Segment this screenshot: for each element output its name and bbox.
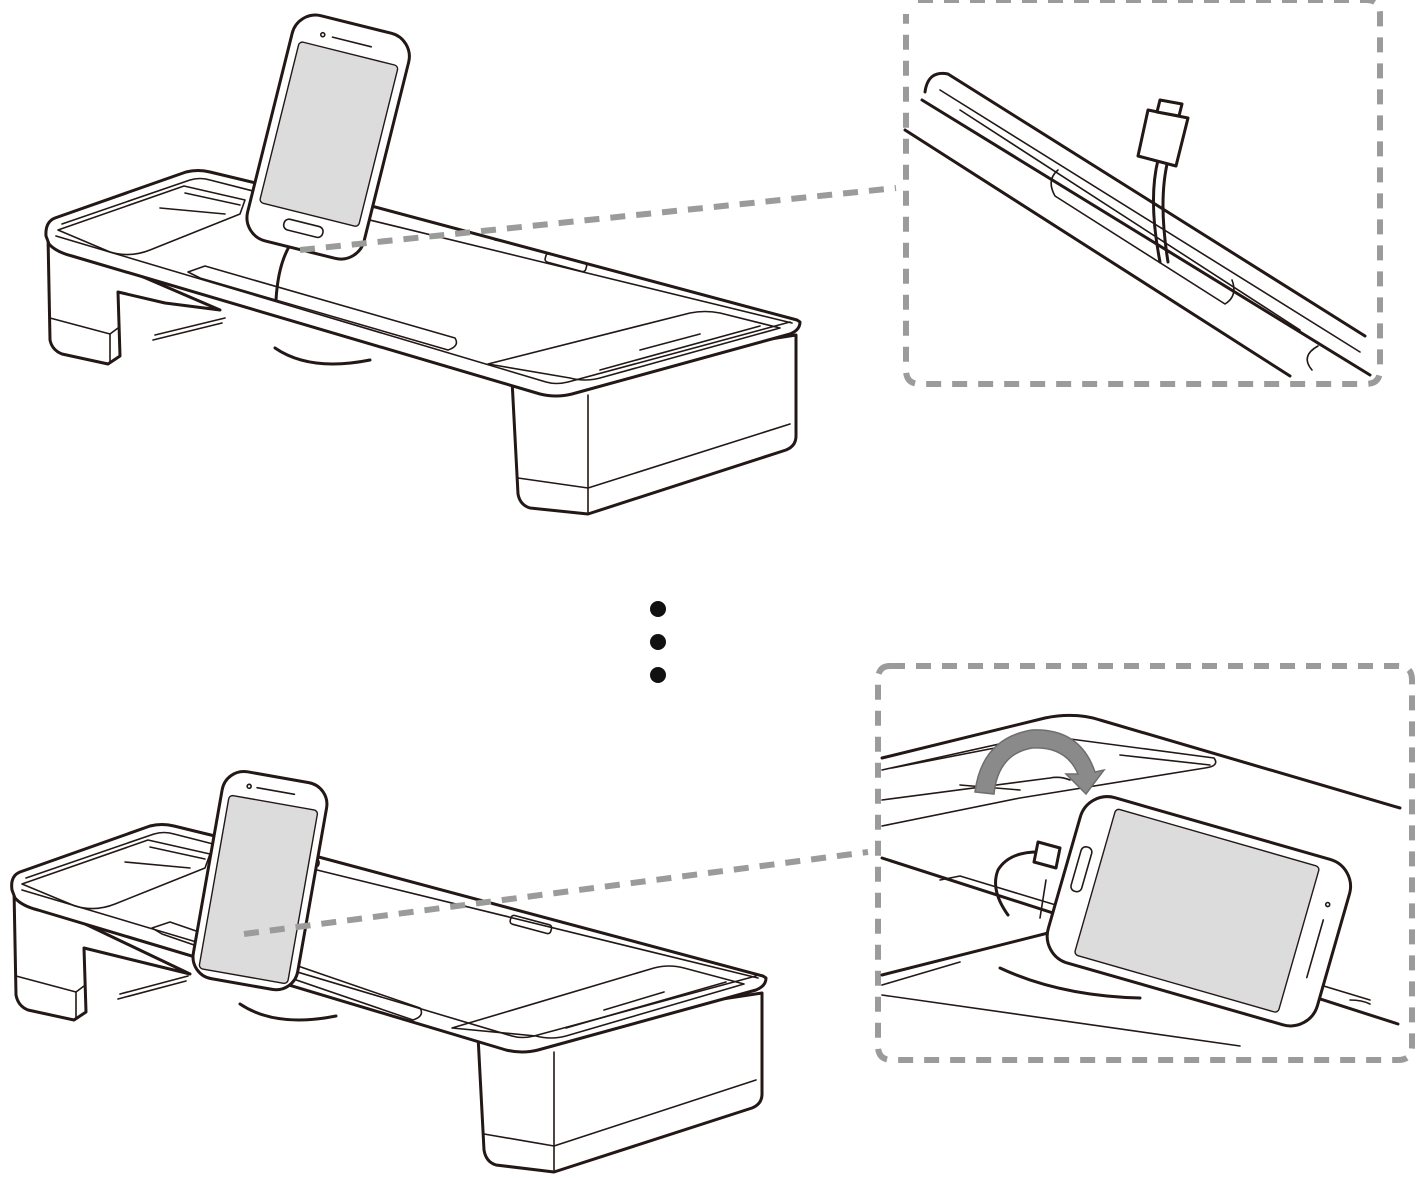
- rotate-arrow-icon: [974, 729, 1106, 796]
- callout-rotate-detail: [243, 663, 1415, 1063]
- phone-icon: [1045, 795, 1353, 1028]
- callout-cable-detail: [299, 0, 1383, 387]
- phone-icon: [191, 769, 329, 992]
- step-separator-dots: [650, 601, 666, 683]
- phone-icon: [245, 13, 411, 261]
- usb-connector-icon: [1136, 98, 1190, 168]
- stand-bottom: [10, 823, 768, 1174]
- stand-top: [44, 169, 802, 516]
